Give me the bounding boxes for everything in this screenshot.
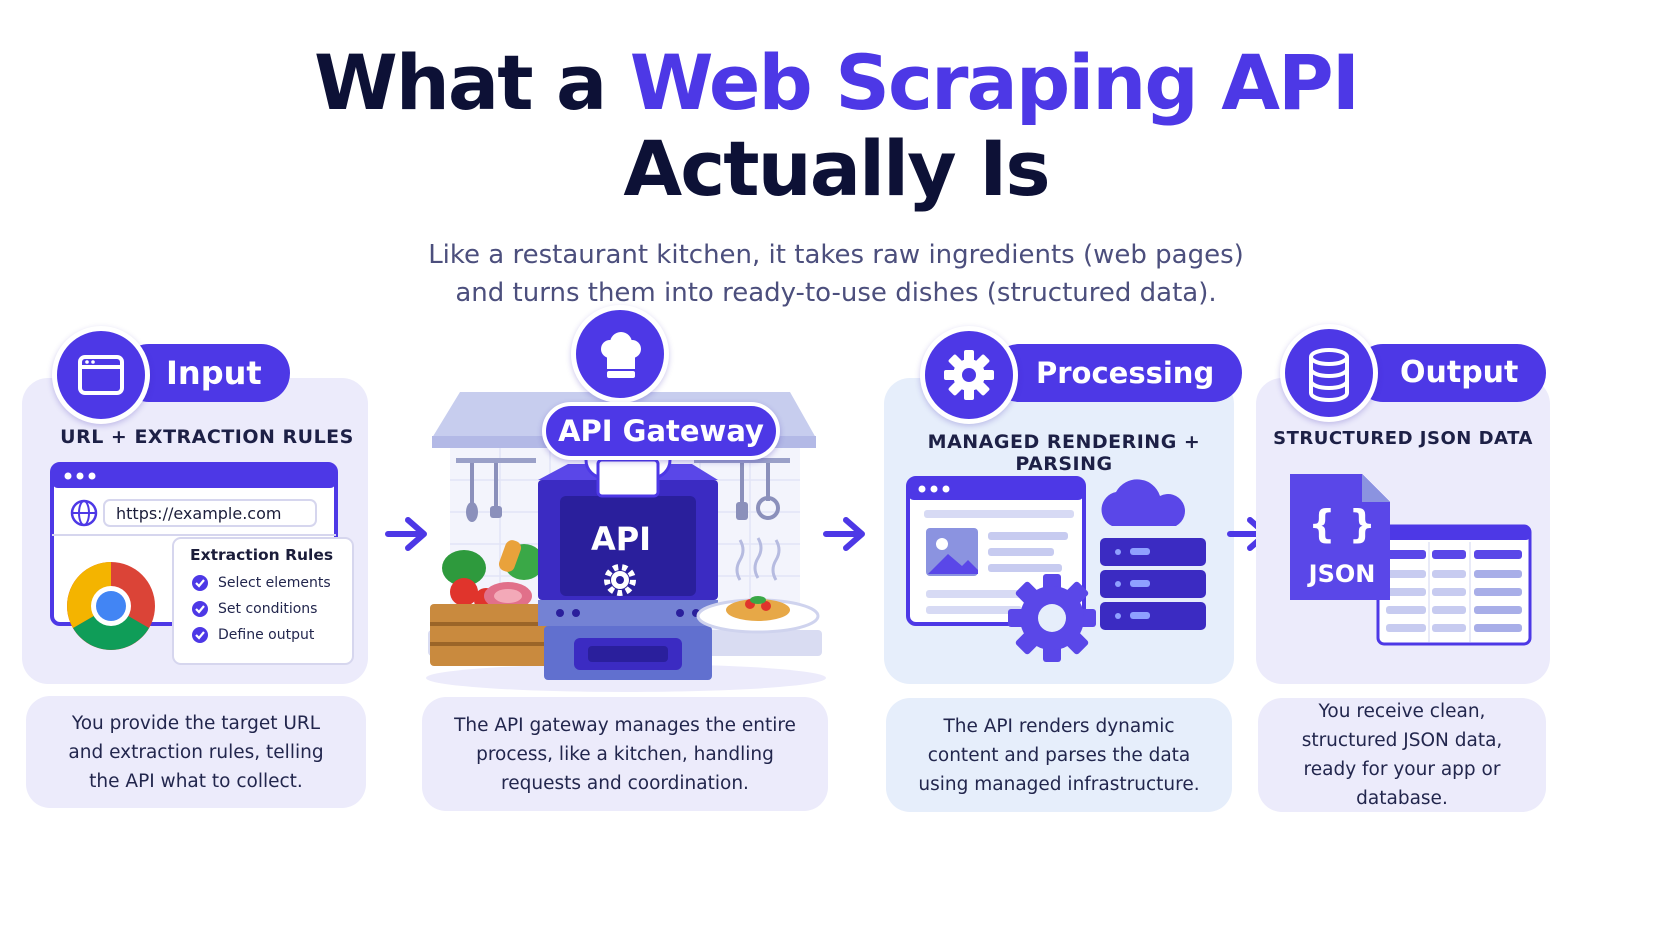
cloud-icon bbox=[1101, 479, 1185, 526]
input-caption: URL + EXTRACTION RULES bbox=[60, 426, 354, 448]
globe-icon bbox=[70, 499, 98, 527]
processing-badge bbox=[920, 326, 1018, 424]
subtitle: Like a restaurant kitchen, it takes raw … bbox=[0, 236, 1672, 312]
rule-item: Select elements bbox=[218, 575, 331, 591]
gear-icon bbox=[604, 564, 636, 596]
title-line2: Actually Is bbox=[623, 124, 1050, 213]
output-illustration bbox=[1290, 474, 1532, 646]
processing-caption: MANAGED RENDERING + PARSING bbox=[927, 431, 1201, 475]
output-pill: Output bbox=[1354, 344, 1547, 402]
gear-icon bbox=[944, 350, 994, 400]
server-icon bbox=[1100, 538, 1206, 630]
check-icon bbox=[192, 627, 208, 643]
gateway-badge bbox=[571, 305, 669, 403]
browser-window-icon bbox=[78, 355, 124, 395]
title-accent: Web Scraping API bbox=[629, 38, 1360, 127]
rule-item: Set conditions bbox=[218, 601, 318, 617]
page-title: What a Web Scraping API Actually Is bbox=[0, 40, 1672, 212]
processing-illustration bbox=[906, 476, 1206, 662]
chef-hat-icon bbox=[601, 332, 641, 378]
image-icon bbox=[926, 528, 978, 576]
check-icon bbox=[192, 601, 208, 617]
pasta-plate bbox=[696, 537, 820, 634]
gateway-description: The API gateway manages the entire proce… bbox=[422, 697, 828, 811]
input-illustration bbox=[50, 462, 354, 665]
output-badge bbox=[1280, 324, 1378, 422]
check-icon bbox=[192, 575, 208, 591]
vegetables-crate bbox=[430, 540, 548, 666]
database-icon bbox=[1309, 348, 1349, 402]
input-badge bbox=[52, 326, 150, 424]
input-description: You provide the target URL and extractio… bbox=[26, 696, 366, 808]
input-pill: Input bbox=[120, 344, 290, 402]
data-table bbox=[1376, 524, 1532, 646]
processing-pill: Processing bbox=[990, 344, 1243, 402]
chrome-logo-icon bbox=[67, 562, 155, 650]
arrow-right-icon bbox=[823, 517, 865, 551]
url-field: https://example.com bbox=[116, 504, 282, 523]
gateway-pill: API Gateway bbox=[542, 402, 780, 460]
subtitle-line1: Like a restaurant kitchen, it takes raw … bbox=[428, 240, 1244, 270]
subtitle-line2: and turns them into ready-to-use dishes … bbox=[455, 278, 1217, 308]
output-caption: STRUCTURED JSON DATA bbox=[1273, 428, 1533, 449]
api-machine bbox=[538, 464, 718, 680]
processing-description: The API renders dynamic content and pars… bbox=[886, 698, 1232, 812]
title-part1: What a bbox=[313, 38, 630, 127]
rule-item: Define output bbox=[218, 627, 315, 643]
rules-title: Extraction Rules bbox=[190, 546, 334, 564]
arrow-right-icon bbox=[385, 517, 427, 551]
api-machine-label: API bbox=[590, 520, 652, 558]
gear-icon bbox=[1008, 574, 1096, 662]
output-description: You receive clean, structured JSON data,… bbox=[1258, 698, 1546, 812]
json-label: JSON bbox=[1308, 560, 1376, 588]
json-braces: { } bbox=[1308, 502, 1376, 546]
